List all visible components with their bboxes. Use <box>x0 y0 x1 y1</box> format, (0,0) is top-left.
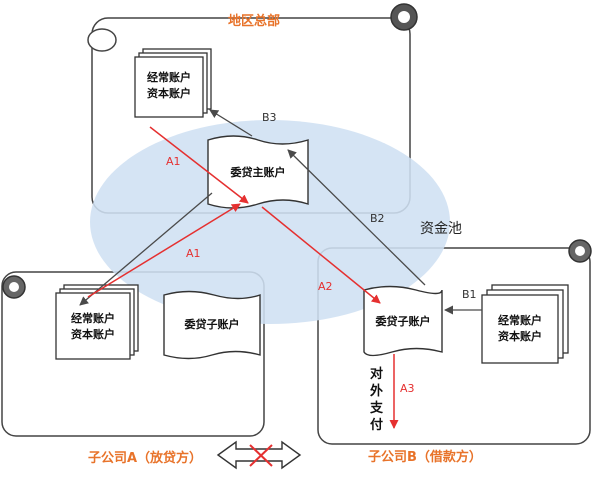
flow-gray-master-to-sub-a <box>79 192 213 306</box>
flow-b2-label: B2 <box>370 212 385 225</box>
svg-text:对: 对 <box>370 366 383 382</box>
hq-operating-capital-docs: 经常账户 资本账户 <box>134 48 212 118</box>
hq-title: 地区总部 <box>228 13 280 29</box>
fund-pool-ellipse <box>90 120 450 324</box>
flow-a2-arrow <box>261 206 381 304</box>
flow-a2-label: A2 <box>318 280 333 293</box>
hq-doc-line2: 资本账户 <box>147 86 191 100</box>
sub-a-sub-account-label: 委贷子账户 <box>184 317 240 331</box>
fund-pool-label: 资金池 <box>420 221 462 237</box>
flow-b3-label: B3 <box>262 111 277 124</box>
sub-a-doc-line1: 经常账户 <box>71 311 115 325</box>
flow-a3-label: A3 <box>400 382 415 395</box>
svg-text:付: 付 <box>370 417 383 433</box>
flow-a1-hq-arrow <box>149 126 249 204</box>
flow-b2-arrow <box>287 149 426 286</box>
sub-b-doc-line1: 经常账户 <box>498 313 542 327</box>
master-account-doc: 委贷主账户 <box>207 135 309 209</box>
sub-b-operating-capital-docs: 经常账户 资本账户 <box>481 284 569 364</box>
flow-b1-label: B1 <box>462 288 477 301</box>
flow-b3-arrow <box>209 109 253 137</box>
flow-a1-sub-arrow <box>87 203 241 298</box>
hq-doc-line1: 经常账户 <box>147 70 191 84</box>
sub-a-sub-account-doc: 委贷子账户 <box>163 290 261 360</box>
sub-b-title: 子公司B（借款方） <box>368 449 482 465</box>
flow-a1-hq-label: A1 <box>166 155 181 168</box>
flow-a1-sub-label: A1 <box>186 247 201 260</box>
sub-b-sub-account-doc: 委贷子账户 <box>363 285 443 357</box>
svg-text:支: 支 <box>369 400 384 416</box>
blocked-direct-transfer-icon <box>216 440 302 470</box>
sub-a-doc-line2: 资本账户 <box>71 327 115 341</box>
external-payment-label: 对 外 支 付 <box>369 366 384 433</box>
master-account-label: 委贷主账户 <box>230 165 286 179</box>
sub-b-doc-line2: 资本账户 <box>498 329 542 343</box>
svg-text:外: 外 <box>369 383 383 399</box>
sub-a-operating-capital-docs: 经常账户 资本账户 <box>55 284 139 360</box>
sub-b-sub-account-label: 委贷子账户 <box>375 314 431 328</box>
sub-a-title: 子公司A（放贷方） <box>88 450 202 466</box>
